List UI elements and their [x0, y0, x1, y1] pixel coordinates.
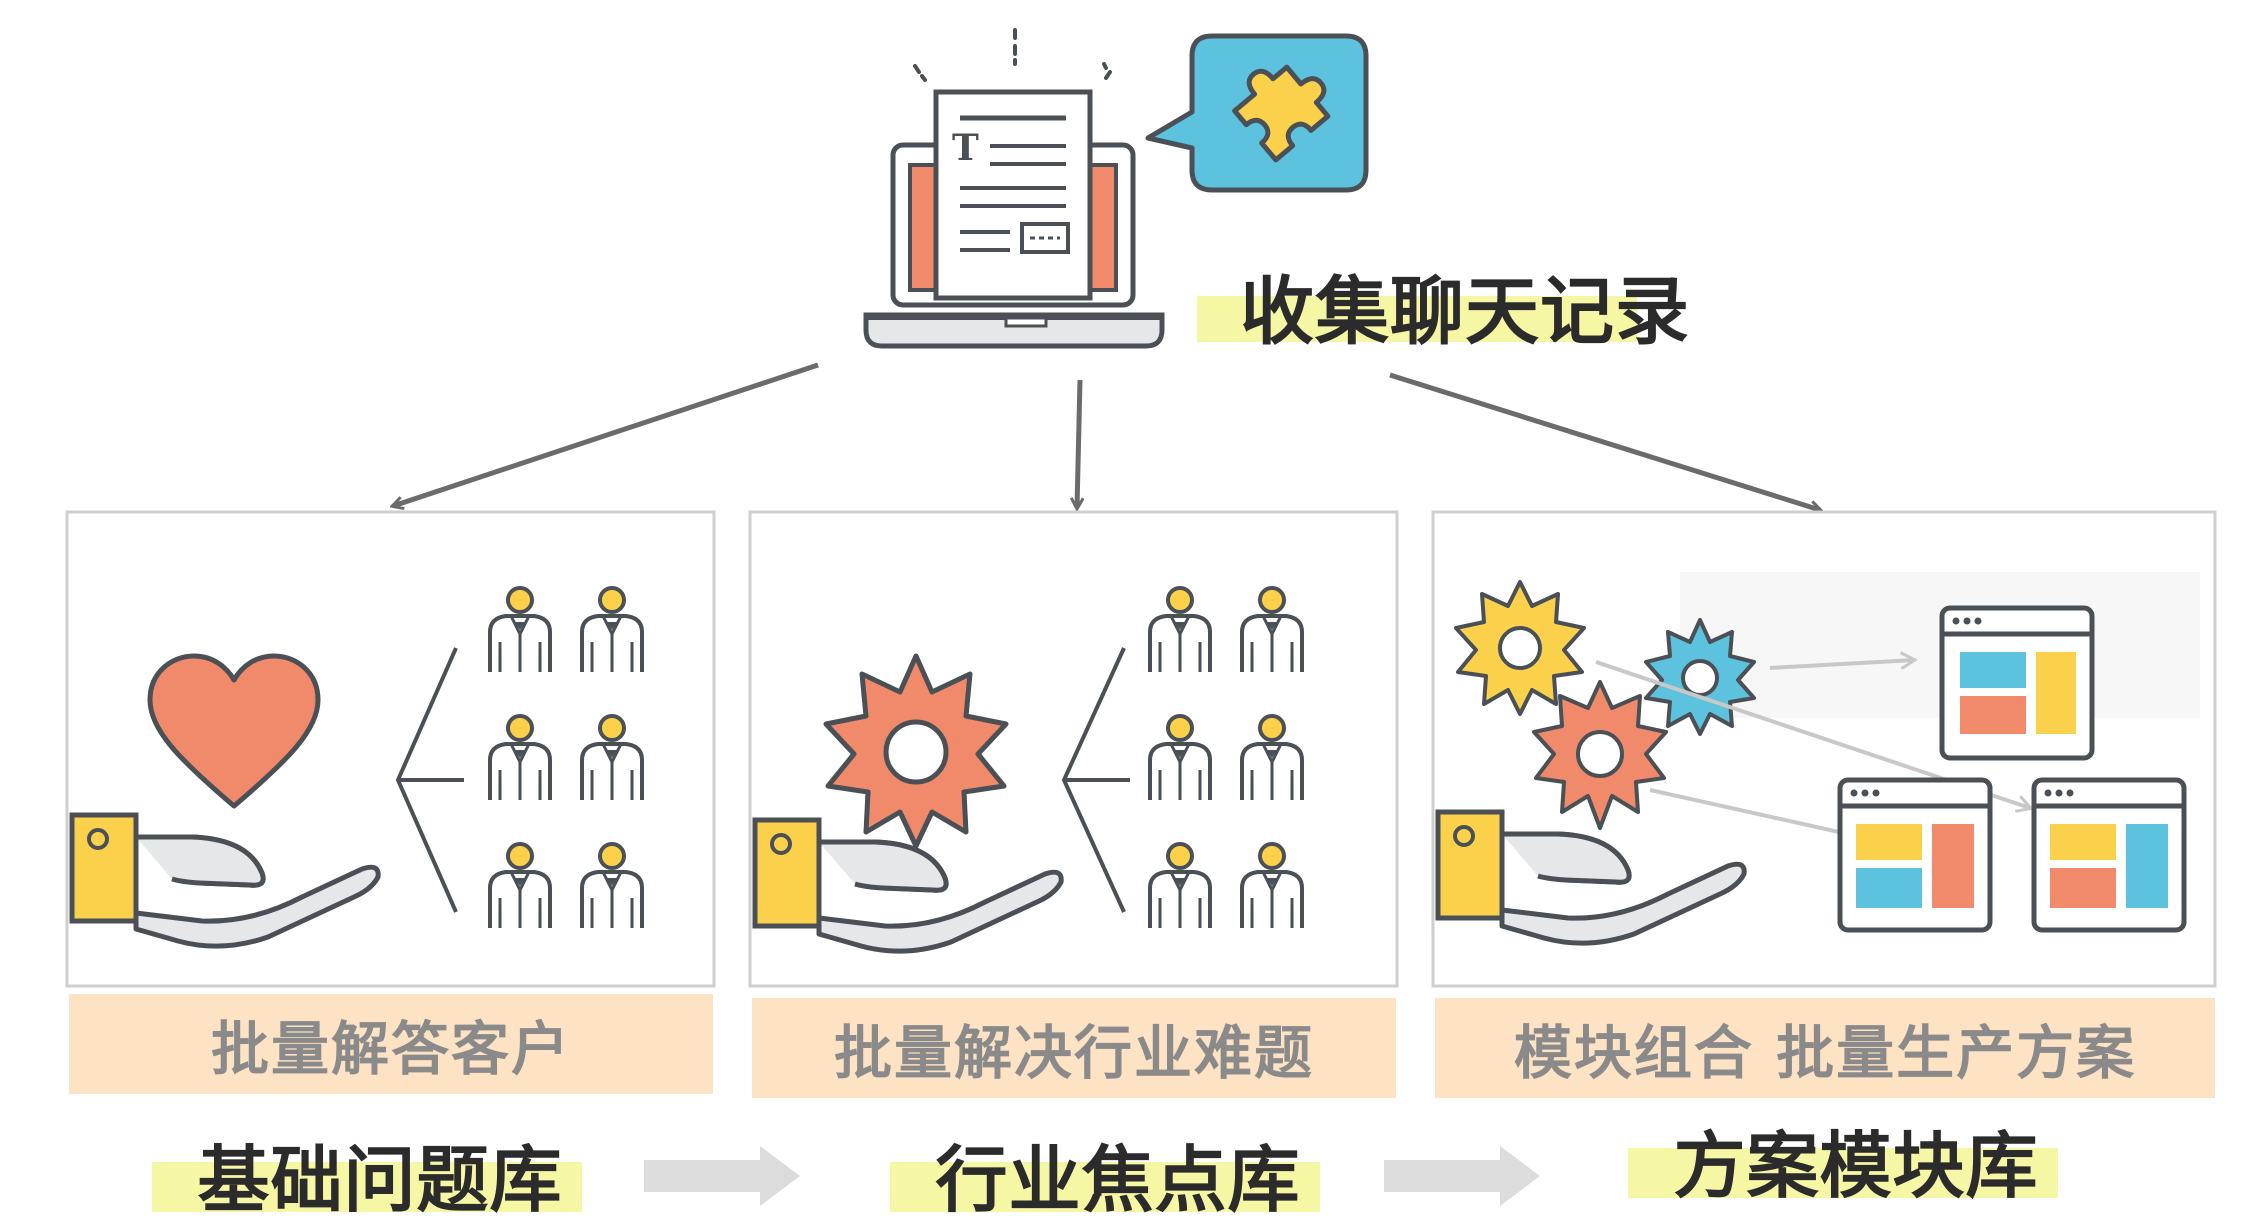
- arrow-to-box-3: [1389, 372, 1820, 510]
- box-1: [65, 510, 716, 1094]
- fan-lines: [1061, 647, 1130, 913]
- box-2-caption: 批量解决行业难题: [833, 1019, 1314, 1087]
- library-1-highlight: [152, 1162, 582, 1212]
- box-2-caption-band: [752, 998, 1396, 1098]
- library-1-title: 基础问题库: [197, 1137, 563, 1222]
- box-3-caption-band: [1435, 998, 2215, 1098]
- fan-lines: [395, 647, 464, 913]
- layout-window-icon: [1840, 780, 1990, 930]
- laptop-document-icon: T: [863, 89, 1165, 349]
- arrow-to-box-2: [1077, 379, 1080, 508]
- gear-icon: [823, 653, 1009, 849]
- root-title-highlight: [1197, 296, 1637, 342]
- flow-arrow-2: [1384, 1146, 1540, 1206]
- library-2-title: 行业焦点库: [935, 1137, 1301, 1222]
- root-title: 收集聊天记录: [1240, 268, 1690, 355]
- layout-window-icon: [1942, 608, 2092, 758]
- library-3-highlight: [1628, 1148, 2058, 1198]
- svg-text:T: T: [952, 127, 979, 169]
- branch-arrows: [393, 362, 1820, 510]
- heart-icon: [147, 653, 321, 809]
- box-2: [748, 510, 1399, 1098]
- speech-bubble-icon: [1145, 33, 1369, 193]
- gear-orange-icon: [1532, 680, 1668, 830]
- layout-window-icon: [2034, 780, 2184, 930]
- library-2-highlight: [890, 1162, 1320, 1212]
- sparkle-icon: [913, 28, 1112, 82]
- flow-arrow-1: [644, 1146, 800, 1206]
- box-1-caption-band: [69, 994, 713, 1094]
- box-3-caption: 模块组合 批量生产方案: [1513, 1019, 2137, 1087]
- gear-yellow-icon: [1454, 580, 1586, 716]
- box-3: [1431, 510, 2217, 1098]
- box-1-caption: 批量解答客户: [210, 1015, 571, 1083]
- library-3-title: 方案模块库: [1673, 1123, 2039, 1208]
- puzzle-piece-icon: [1232, 64, 1331, 163]
- root-node: T: [863, 28, 1637, 349]
- arrow-to-box-1: [393, 362, 819, 506]
